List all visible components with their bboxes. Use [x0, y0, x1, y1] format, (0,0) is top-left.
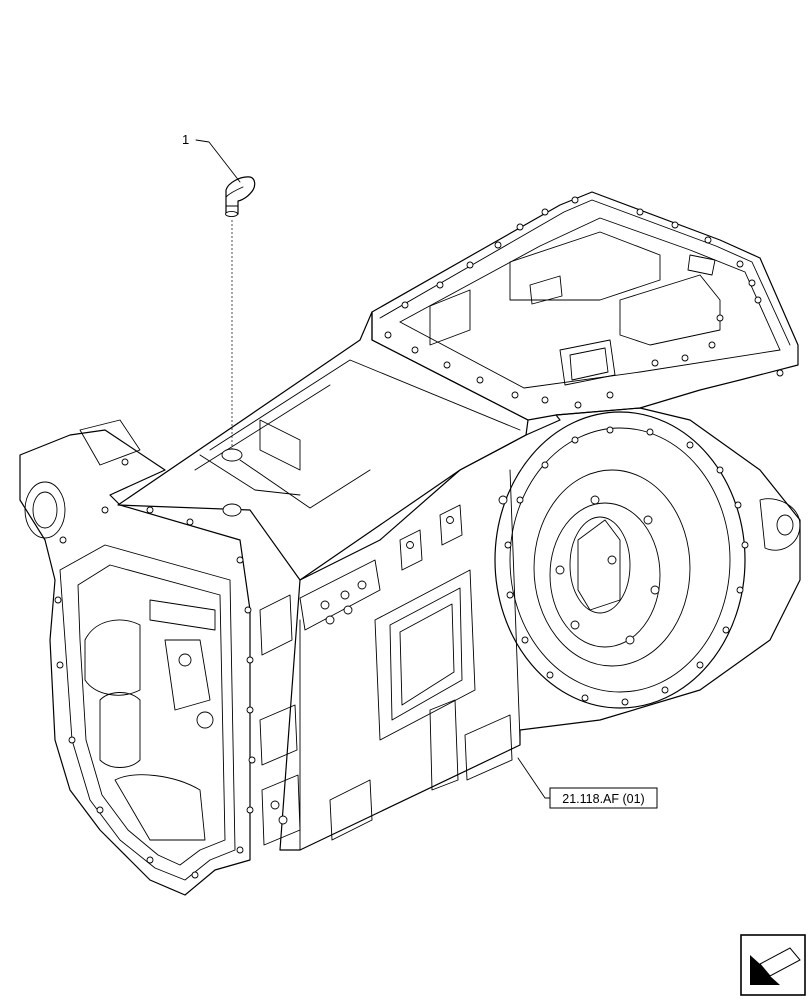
transmission-housing — [19, 191, 801, 896]
callout-1-number: 1 — [182, 132, 189, 147]
top-flange-bolt-holes — [384, 196, 784, 409]
reference-leader — [517, 757, 551, 799]
rear-round-flange — [494, 411, 749, 709]
reference-callout[interactable]: 21.118.AF (01) — [517, 757, 658, 809]
callout-1[interactable]: 1 — [182, 132, 241, 183]
return-arrow-icon[interactable] — [740, 934, 806, 996]
reference-label: 21.118.AF (01) — [562, 792, 644, 806]
reference-box — [549, 787, 658, 809]
callout-1-leader — [195, 139, 241, 183]
elbow-fitting-part[interactable] — [225, 176, 256, 218]
front-flange — [19, 419, 256, 896]
